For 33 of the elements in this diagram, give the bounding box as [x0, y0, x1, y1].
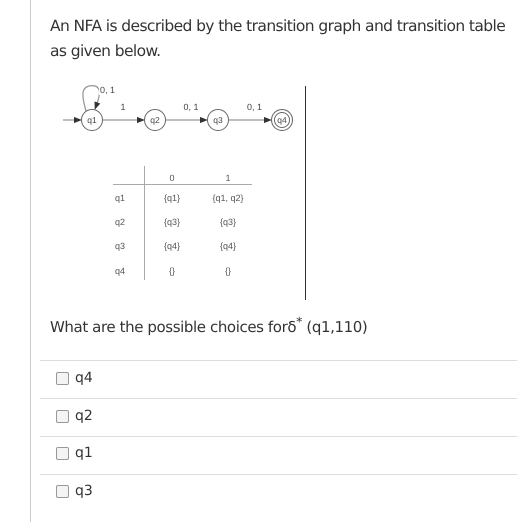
table-cell: {q3} [220, 217, 236, 227]
row-header: q4 [115, 266, 125, 276]
transition-arrow [103, 116, 145, 124]
edge-label: 1 [120, 102, 127, 112]
edge-label: 0, 1 [246, 102, 264, 112]
row-header: q1 [115, 193, 125, 203]
transition-arrow [166, 116, 208, 124]
transition-arrow [63, 116, 82, 124]
row-header: q2 [115, 217, 125, 227]
column-header: 1 [226, 173, 230, 183]
state-circle: q4 [271, 109, 293, 131]
table-cell: {} [225, 266, 231, 276]
table-cell: {q1, q2} [212, 193, 244, 203]
column-header: 0 [170, 173, 174, 183]
table-cell: {q3} [164, 217, 180, 227]
state-circle: q2 [144, 109, 166, 131]
state-circle: q1 [81, 109, 103, 131]
row-header: q3 [115, 241, 125, 251]
table-cell: {q4} [220, 241, 236, 251]
option-label: q3 [75, 483, 93, 500]
question-text: An NFA is described by the transition graph and transition table as given below. [50, 16, 506, 62]
table-cell: {} [169, 266, 175, 276]
table-cell: {q4} [164, 241, 180, 251]
question-text: What are the possible choices forδ$^{*}$ (q1,110) [50, 314, 368, 336]
edge-label: 0, 1 [182, 102, 200, 112]
table-cell: {q1} [164, 193, 180, 203]
transition-arrow [229, 116, 272, 124]
option-label: q1 [75, 445, 93, 462]
option-label: q4 [75, 370, 93, 386]
edge-label: 0, 1 [99, 85, 116, 95]
transition-arrow [82, 84, 100, 112]
option-label: q2 [75, 408, 93, 424]
state-circle: q3 [207, 109, 229, 131]
